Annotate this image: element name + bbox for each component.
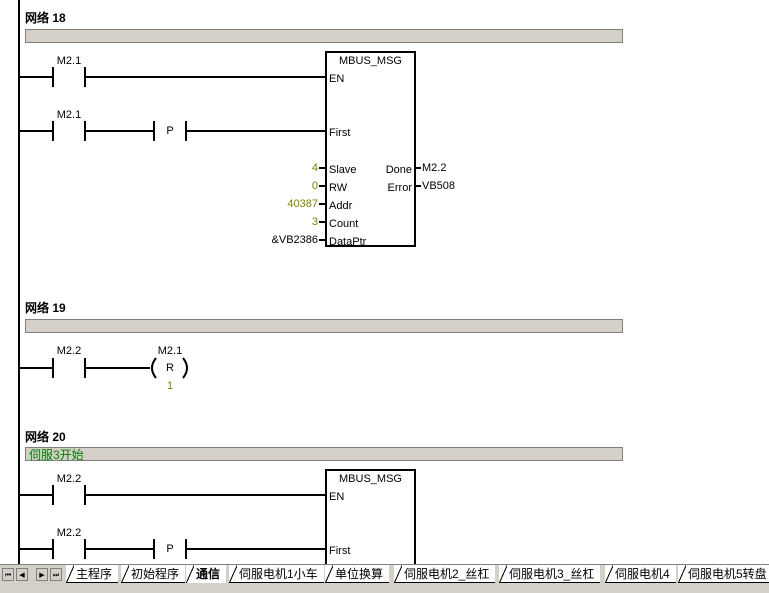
done-value[interactable]: M2.2 [422, 162, 447, 174]
network-20-comment[interactable]: 伺服3开始 [25, 447, 623, 462]
tab-servo-2-screw[interactable]: 伺服电机2_丝杠 [394, 565, 496, 583]
contact-m2-1-label-2[interactable]: M2.1 [56, 109, 82, 121]
network-19-rungs [19, 357, 188, 379]
network-20-rungs [19, 485, 325, 559]
network-19-title[interactable]: 网络 19 [25, 301, 66, 315]
horizontal-scrollbar[interactable] [0, 584, 769, 592]
error-value[interactable]: VB508 [422, 180, 456, 192]
addr-value[interactable]: 40387 [287, 198, 318, 210]
positive-transition-label[interactable]: P [166, 125, 174, 137]
coil-count-value[interactable]: 1 [166, 380, 174, 392]
coil-address-label[interactable]: M2.1 [157, 345, 183, 357]
network-18-title[interactable]: 网络 18 [25, 11, 66, 25]
tab-servo-4[interactable]: 伺服电机4 [605, 565, 676, 583]
pin-en: EN [329, 73, 345, 85]
prev-tab-button[interactable]: ◀ [16, 568, 28, 581]
block-name-2: MBUS_MSG [339, 473, 402, 485]
next-tab-button[interactable]: ▶ [36, 568, 48, 581]
pin-en-2: EN [329, 491, 345, 503]
tab-init-program[interactable]: 初始程序 [121, 565, 186, 583]
network-18-rungs [19, 67, 421, 241]
ladder-editor[interactable]: 网络 18 M2.1 M2.1 P MBUS_MSG EN First Slav… [0, 0, 769, 564]
contact-m2-2-label-a[interactable]: M2.2 [56, 473, 82, 485]
slave-value[interactable]: 4 [311, 162, 318, 174]
tab-servo-1-cart[interactable]: 伺服电机1小车 [229, 565, 324, 583]
network-20-title[interactable]: 网络 20 [25, 430, 66, 444]
tab-servo-3-screw[interactable]: 伺服电机3_丝杠 [499, 565, 601, 583]
tab-servo-5-turntable[interactable]: 伺服电机5转盘 [678, 565, 769, 583]
rw-value[interactable]: 0 [311, 180, 318, 192]
mbus-msg-block[interactable]: MBUS_MSG EN First Slave RW Addr Count Da… [325, 51, 416, 248]
ladder-wires [18, 0, 421, 564]
network-19-comment[interactable] [25, 319, 623, 333]
tab-unit-conversion[interactable]: 单位换算 [325, 565, 390, 583]
program-tab-bar: ⏮ ◀ ▶ ⏭ 主程序 初始程序 通信 伺服电机1小车 单位换算 伺服电机2_丝… [0, 564, 769, 593]
contact-m2-2-label-b[interactable]: M2.2 [56, 527, 82, 539]
pin-error: Error [387, 182, 412, 194]
pin-first-2: First [329, 545, 351, 557]
pin-done: Done [385, 164, 412, 176]
pin-addr: Addr [329, 200, 353, 212]
mbus-msg-block-2[interactable]: MBUS_MSG EN First [325, 469, 416, 564]
dataptr-value[interactable]: &VB2386 [271, 234, 318, 246]
positive-transition-label-2[interactable]: P [166, 543, 174, 555]
pin-dataptr: DataPtr [329, 236, 367, 248]
tab-main-program[interactable]: 主程序 [66, 565, 119, 583]
pin-count: Count [329, 218, 359, 230]
contact-m2-1-label[interactable]: M2.1 [56, 55, 82, 67]
last-tab-button[interactable]: ⏭ [50, 568, 62, 581]
first-tab-button[interactable]: ⏮ [2, 568, 14, 581]
network-18-comment[interactable] [25, 29, 623, 43]
pin-slave: Slave [329, 164, 357, 176]
reset-coil-label[interactable]: R [166, 362, 174, 374]
tab-communication[interactable]: 通信 [186, 565, 227, 583]
pin-first: First [329, 127, 351, 139]
pin-rw: RW [329, 182, 348, 194]
block-name: MBUS_MSG [339, 55, 402, 67]
contact-m2-2-label[interactable]: M2.2 [56, 345, 82, 357]
count-value[interactable]: 3 [311, 216, 318, 228]
